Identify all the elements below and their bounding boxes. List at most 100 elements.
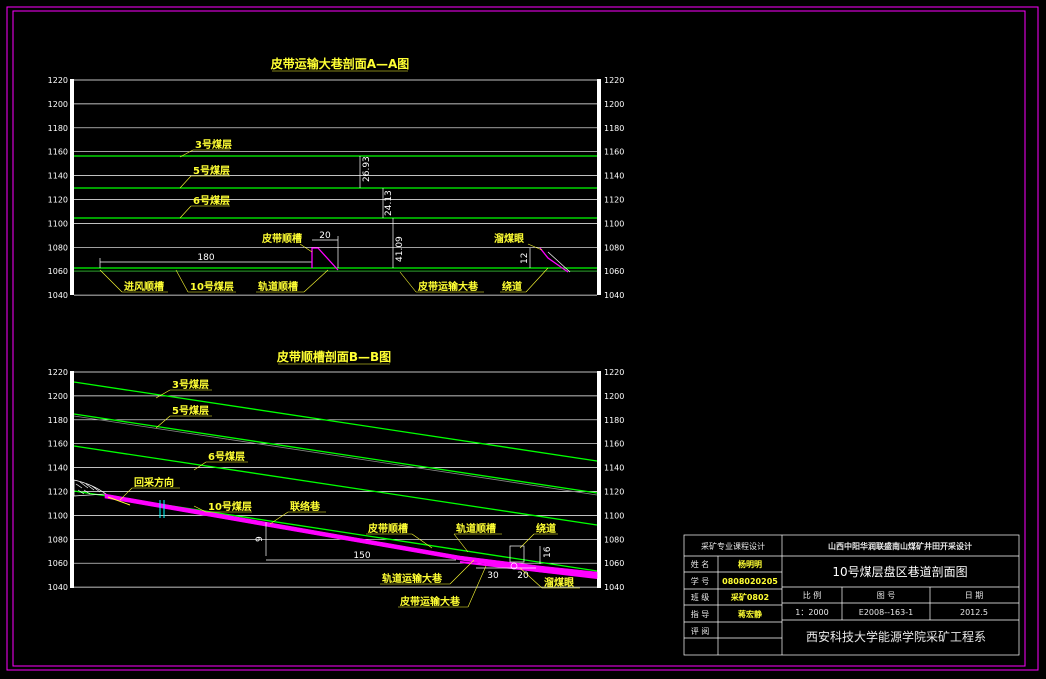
contact-lane-label: 联络巷 bbox=[290, 500, 321, 513]
elevation-tick-label: 1040 bbox=[604, 291, 624, 300]
seam-5-line bbox=[73, 413, 598, 494]
belt-chute-label: 皮带顺槽 bbox=[261, 232, 302, 245]
tb-number-value: E2008--163-1 bbox=[859, 608, 913, 617]
title-block-text: 采矿专业课程设计 山西中阳华润联盛南山煤矿井田开采设计 姓 名 杨明明 学 号 … bbox=[691, 541, 988, 644]
seam-10-label-a: 10号煤层 bbox=[190, 280, 234, 293]
tb-project: 山西中阳华润联盛南山煤矿井田开采设计 bbox=[828, 541, 972, 551]
seam-3-label: 3号煤层 bbox=[172, 378, 209, 391]
winding-way-label-a: 绕道 bbox=[502, 280, 522, 293]
right-axis-bar bbox=[597, 79, 601, 295]
elevation-tick-label: 1100 bbox=[48, 511, 68, 520]
section-b: 皮带顺槽剖面B—B图 12201200118011601140112011001… bbox=[48, 349, 625, 608]
outer-frame bbox=[6, 6, 1039, 671]
elevation-tick-label: 1160 bbox=[48, 148, 68, 157]
belt-roadway-label-a: 皮带运输大巷 bbox=[417, 280, 479, 293]
left-axis-bar bbox=[70, 371, 74, 588]
seam-3-leader bbox=[179, 149, 194, 158]
belt-chute-profile bbox=[311, 247, 339, 271]
goaf-hatch-detail bbox=[75, 481, 101, 495]
elevation-tick-label: 1200 bbox=[604, 392, 624, 401]
elevation-tick-label: 1180 bbox=[604, 124, 624, 133]
coal-bunker-leader-a bbox=[527, 243, 543, 251]
elevation-tick-label: 1220 bbox=[604, 76, 624, 85]
seam-5-label: 5号煤层 bbox=[193, 164, 230, 177]
dim-150-text: 150 bbox=[353, 551, 370, 561]
tb-drawing-title: 10号煤层盘区巷道剖面图 bbox=[832, 564, 967, 579]
tb-id-label: 学 号 bbox=[691, 576, 710, 586]
winding-way-label-b: 绕道 bbox=[536, 522, 556, 535]
elevation-tick-label: 1120 bbox=[48, 488, 68, 497]
dim-30-text: 30 bbox=[487, 571, 499, 581]
dim-24-text: 24.13 bbox=[384, 190, 394, 216]
seam-6-leader bbox=[193, 461, 207, 471]
elevation-tick-label: 1160 bbox=[604, 148, 624, 157]
track-chute-leader-a bbox=[303, 269, 329, 293]
mining-direction-leader bbox=[119, 487, 133, 501]
junction-box bbox=[509, 545, 525, 563]
left-axis-bar bbox=[70, 79, 74, 295]
tb-name-label: 姓 名 bbox=[691, 559, 710, 569]
seam-6-label: 6号煤层 bbox=[193, 194, 230, 207]
tb-advisor-value: 蒋宏静 bbox=[738, 609, 762, 619]
title-block-frame bbox=[683, 534, 1020, 656]
title-block bbox=[683, 534, 1020, 656]
elevation-tick-label: 1200 bbox=[604, 100, 624, 109]
contact-lane-leader bbox=[269, 511, 289, 525]
tb-school: 西安科技大学能源学院采矿工程系 bbox=[806, 629, 986, 644]
intake-chute-label: 进风顺槽 bbox=[124, 280, 164, 293]
elevation-tick-label: 1140 bbox=[48, 464, 68, 473]
tb-class-label: 班 级 bbox=[691, 592, 710, 602]
seam-10-leader-a bbox=[175, 269, 189, 293]
belt-chute-label-b: 皮带顺槽 bbox=[367, 522, 408, 535]
seam-5-leader bbox=[179, 175, 192, 189]
elevation-tick-label: 1160 bbox=[48, 440, 68, 449]
winding-way-leader-a bbox=[525, 267, 549, 293]
elevation-tick-label: 1200 bbox=[48, 100, 68, 109]
seam-6-leader bbox=[179, 205, 192, 219]
elevation-tick-label: 1040 bbox=[604, 583, 624, 592]
elevation-tick-label: 1080 bbox=[48, 535, 68, 544]
elevation-tick-label: 1200 bbox=[48, 392, 68, 401]
belt-chute-leader-b bbox=[411, 533, 433, 549]
track-chute-label-b: 轨道顺槽 bbox=[456, 522, 496, 535]
seam-5-label: 5号煤层 bbox=[172, 404, 209, 417]
elevation-tick-label: 1180 bbox=[48, 416, 68, 425]
seam-6-line bbox=[73, 445, 598, 526]
lower-roadway-line bbox=[459, 561, 598, 579]
coal-bunker-label-b: 溜煤眼 bbox=[544, 576, 574, 589]
elevation-tick-label: 1040 bbox=[48, 291, 68, 300]
dim-20-a-text: 20 bbox=[319, 231, 331, 241]
dim-9-text: 9 bbox=[255, 536, 265, 542]
elevation-tick-label: 1220 bbox=[604, 368, 624, 377]
track-roadway-label: 轨道运输大巷 bbox=[382, 572, 443, 585]
elevation-tick-label: 1060 bbox=[48, 267, 68, 276]
tb-name-value: 杨明明 bbox=[738, 559, 762, 569]
seam-3-leader bbox=[155, 389, 171, 399]
seam-5-line-shadow bbox=[73, 415, 598, 496]
elevation-tick-label: 1220 bbox=[48, 76, 68, 85]
dim-12-text: 12 bbox=[520, 253, 530, 264]
tb-advisor-label: 指 导 bbox=[691, 609, 710, 619]
elevation-tick-label: 1160 bbox=[604, 440, 624, 449]
elevation-tick-label: 1140 bbox=[48, 172, 68, 181]
dim-26-text: 26.93 bbox=[362, 156, 372, 182]
elevation-tick-label: 1100 bbox=[48, 219, 68, 228]
bunker-circle bbox=[510, 562, 518, 570]
elevation-tick-label: 1120 bbox=[48, 196, 68, 205]
coal-bunker-leader-b bbox=[519, 567, 543, 589]
seam-6-label: 6号煤层 bbox=[208, 450, 245, 463]
elevation-tick-label: 1140 bbox=[604, 464, 624, 473]
tb-scale-label: 比 例 bbox=[803, 590, 822, 600]
coal-bunker-outline bbox=[547, 251, 571, 273]
mining-direction-arrow bbox=[107, 496, 131, 506]
tb-date-label: 日 期 bbox=[965, 591, 984, 600]
dim-41-text: 41.09 bbox=[395, 236, 405, 262]
seam-5-leader bbox=[155, 415, 171, 429]
dim-180-text: 180 bbox=[197, 253, 214, 263]
tb-number-label: 图 号 bbox=[877, 591, 896, 600]
elevation-tick-label: 1100 bbox=[604, 219, 624, 228]
